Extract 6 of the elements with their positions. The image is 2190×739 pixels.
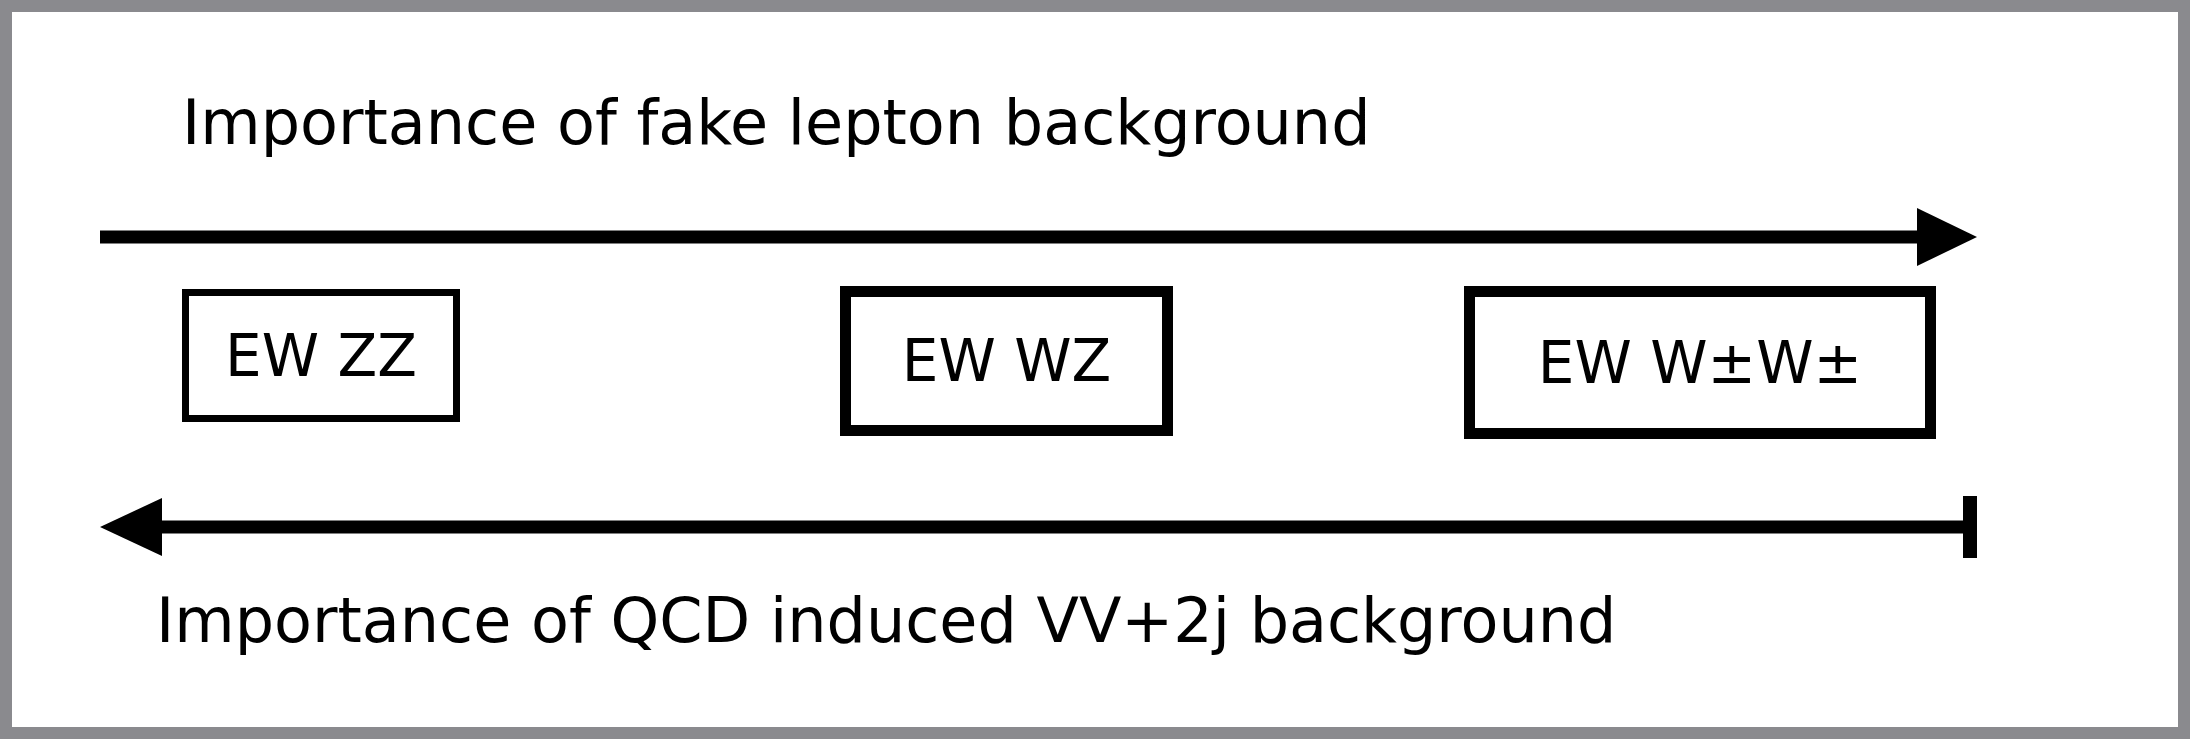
box-label: EW WZ [901,332,1112,390]
process-box [840,286,1173,436]
box-label: EW W±W± [1537,333,1863,392]
box-label: EW ZZ [225,326,417,385]
process-box [1464,286,1936,439]
process-box [182,289,460,422]
